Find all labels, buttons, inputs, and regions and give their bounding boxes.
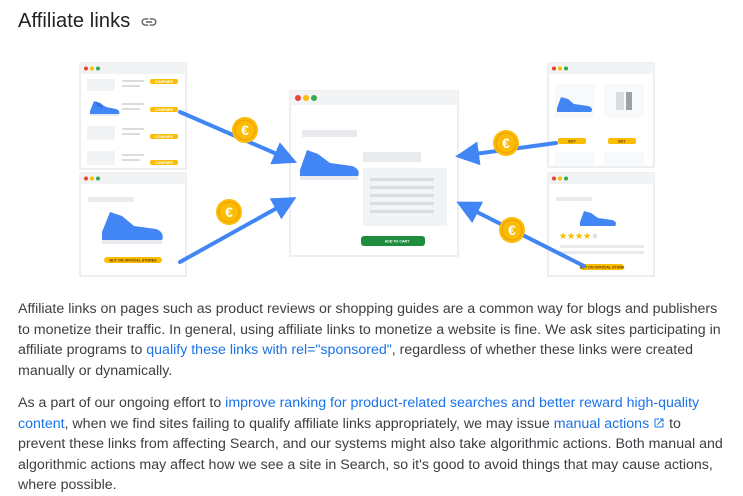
manual-actions-link-text[interactable]: manual actions (553, 415, 650, 432)
compare-button-label: COMPARE (155, 135, 174, 139)
star-icon (559, 232, 567, 239)
rating-review-window: BUY ON OFFICIAL STORE (547, 172, 655, 277)
star-icon (567, 232, 575, 239)
buy-button-label: BUY (618, 140, 626, 144)
affiliate-paragraph-2: As a part of our ongoing effort to impro… (18, 393, 730, 496)
product-grid-window: BUY BUY (547, 62, 655, 168)
euro-coin-icon (215, 198, 243, 226)
section-heading: Affiliate links (18, 10, 158, 33)
affiliate-paragraph-1: Affiliate links on pages such as product… (18, 299, 730, 381)
buy-official-button-label: BUY ON OFFICIAL STORES (109, 259, 157, 263)
list-row: COMPARE (89, 100, 178, 117)
store-product-window: ADD TO CART (289, 90, 459, 257)
star-icon (591, 232, 599, 239)
buy-official-store-label: BUY ON OFFICIAL STORE (580, 266, 625, 270)
affiliate-links-illustration: € COMPARE COMPARE COMPARE C (79, 62, 655, 277)
compare-button-label: COMPARE (155, 108, 174, 112)
compare-button-label: COMPARE (155, 80, 174, 84)
rating-stars (559, 232, 599, 239)
page-title: Affiliate links (18, 10, 131, 32)
qualify-links-link[interactable]: qualify these links with rel="sponsored" (146, 342, 392, 358)
euro-coin-icon (498, 216, 526, 244)
review-site-window: BUY ON OFFICIAL STORES (79, 172, 187, 277)
euro-coin-icon (492, 129, 520, 157)
list-row: COMPARE (87, 151, 178, 165)
list-row: COMPARE (87, 79, 178, 91)
shoe-icon (300, 150, 359, 180)
list-row: COMPARE (87, 126, 178, 140)
add-to-cart-label: ADD TO CART (385, 240, 410, 244)
improve-ranking-link[interactable]: improve ranking for product-related sear… (18, 395, 700, 432)
star-icon (575, 232, 583, 239)
manual-actions-link[interactable]: manual actions (554, 416, 665, 432)
arrow (456, 201, 586, 268)
buy-button-label: BUY (568, 140, 576, 144)
paragraph-text: , regardless of whether these links were… (18, 342, 694, 379)
paragraph-text: to prevent these links from affecting Se… (18, 415, 723, 494)
external-link-icon (654, 418, 664, 427)
paragraph-text: , when we find sites failing to qualify … (64, 415, 554, 432)
arrow (178, 197, 297, 264)
paragraph-text: Affiliate links on pages such as product… (18, 301, 721, 358)
star-icon (583, 232, 591, 239)
comparison-site-window: COMPARE COMPARE COMPARE COMPARE (79, 62, 187, 170)
compare-button-label: COMPARE (155, 161, 174, 165)
shoe-icon (102, 212, 163, 244)
link-icon[interactable] (140, 13, 158, 31)
add-to-cart-button (361, 236, 425, 246)
paragraph-text: As a part of our ongoing effort to (18, 395, 226, 411)
euro-coin-icon (231, 116, 259, 144)
